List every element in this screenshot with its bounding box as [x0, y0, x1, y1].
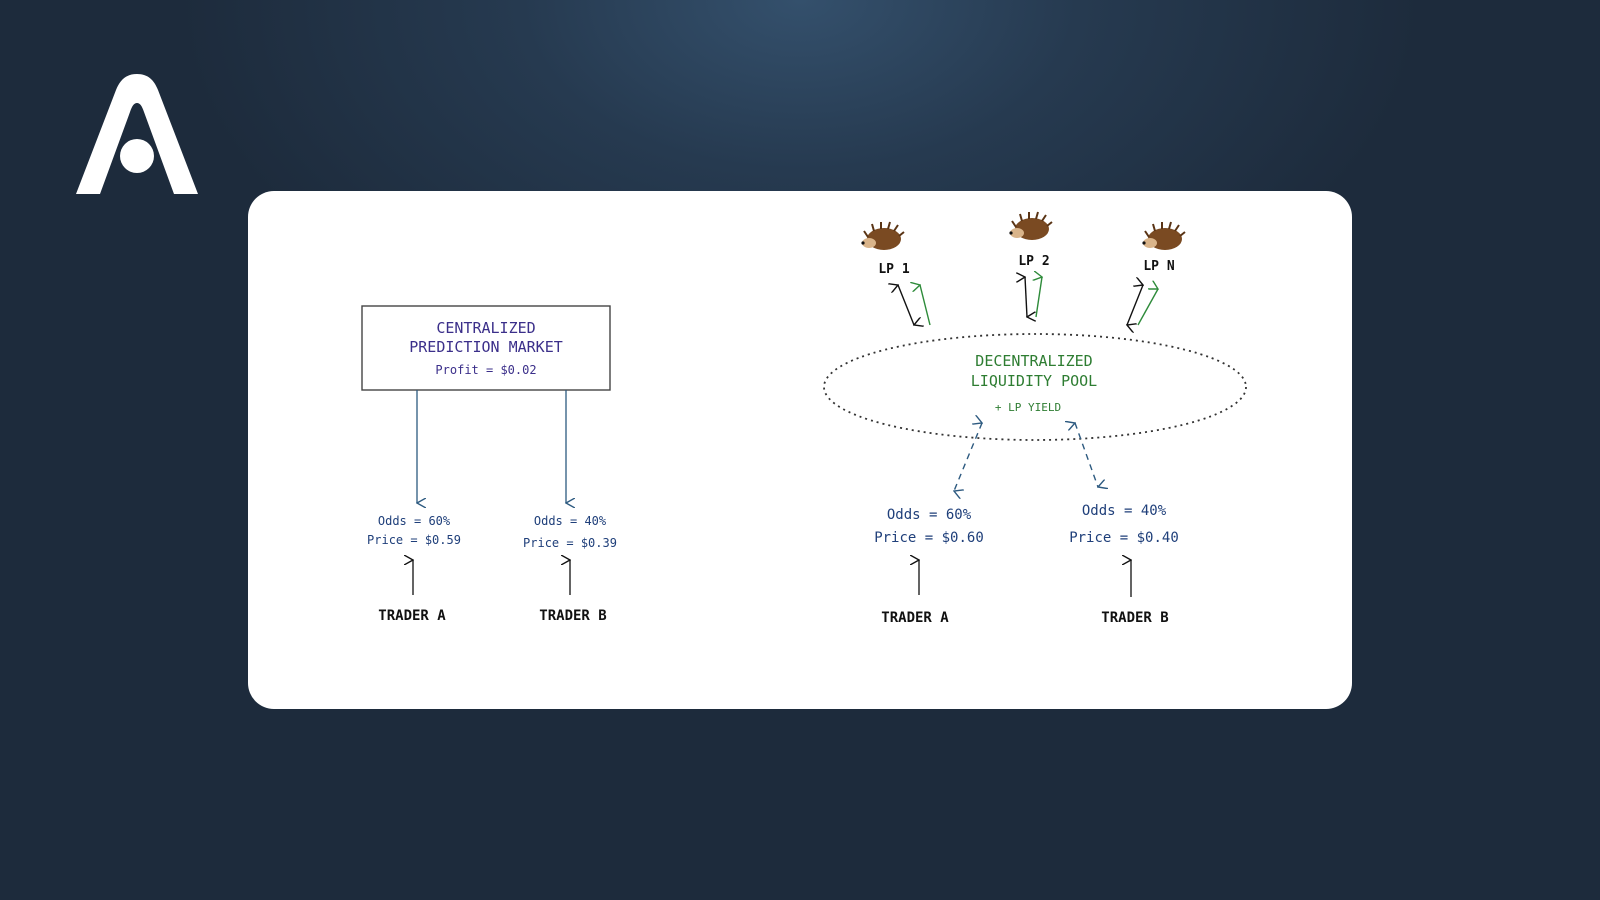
- decentral-trader-a-label: TRADER A: [881, 610, 949, 626]
- lp-1-green-arrow: [920, 285, 931, 326]
- lp-n-green-arrow: [1137, 289, 1158, 326]
- lp-n-label: LP N: [1143, 259, 1174, 274]
- lp-n-black-arrow: [1127, 285, 1143, 325]
- pool-yield: + LP YIELD: [995, 401, 1061, 414]
- centralized-title-line2: PREDICTION MARKET: [409, 338, 563, 356]
- arch-logo-icon: [76, 74, 198, 194]
- pool-title-line1: DECENTRALIZED: [975, 352, 1092, 370]
- central-b-odds: Odds = 40%: [534, 514, 607, 528]
- pool-title-line2: LIQUIDITY POOL: [971, 372, 1097, 390]
- hedgehog-icon: [1009, 211, 1053, 240]
- hedgehog-icon: [1142, 221, 1186, 250]
- centralized-title-line1: CENTRALIZED: [436, 319, 535, 337]
- central-b-price: Price = $0.39: [523, 536, 617, 550]
- central-trader-b-label: TRADER B: [539, 608, 606, 624]
- central-trader-a-label: TRADER A: [378, 608, 446, 624]
- hedgehog-icon: [861, 221, 905, 250]
- lp-1-black-arrow: [898, 285, 914, 325]
- liquidity-pool: DECENTRALIZED LIQUIDITY POOL + LP YIELD: [823, 333, 1247, 441]
- decentral-b-odds: Odds = 40%: [1082, 503, 1167, 519]
- central-a-odds: Odds = 60%: [378, 514, 451, 528]
- centralized-profit: Profit = $0.02: [435, 363, 536, 377]
- decentral-trader-b-label: TRADER B: [1101, 610, 1168, 626]
- decentral-a-odds: Odds = 60%: [887, 507, 972, 523]
- pool-trader-a-dashed-arrow: [954, 423, 982, 491]
- pool-trader-b-dashed-arrow: [1075, 423, 1098, 487]
- centralized-market-box: CENTRALIZED PREDICTION MARKET Profit = $…: [361, 305, 611, 391]
- decentral-b-price: Price = $0.40: [1069, 530, 1179, 546]
- central-a-price: Price = $0.59: [367, 533, 461, 547]
- lp-2-black-arrow: [1025, 277, 1027, 317]
- decentral-a-price: Price = $0.60: [874, 530, 984, 546]
- lp-1-label: LP 1: [878, 262, 909, 277]
- diagram-card: CENTRALIZED PREDICTION MARKET Profit = $…: [248, 191, 1352, 709]
- lp-2-label: LP 2: [1018, 254, 1049, 269]
- lp-2-green-arrow: [1036, 277, 1042, 318]
